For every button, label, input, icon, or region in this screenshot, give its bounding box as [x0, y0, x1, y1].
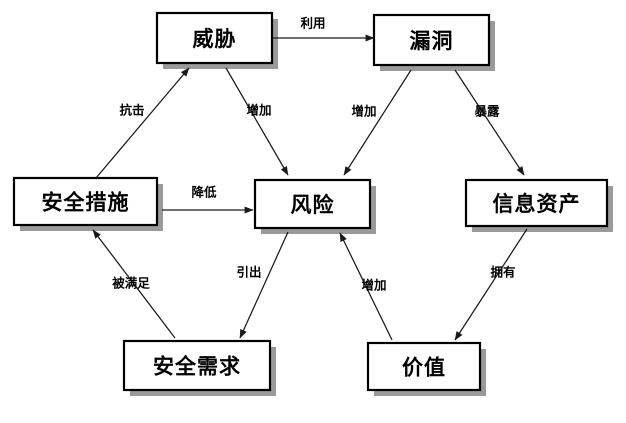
edge-label-safeguard-resists-threat: 抗击 [119, 103, 144, 118]
edge-label-safeguard-reduces-risk: 降低 [191, 185, 217, 200]
node-value[interactable]: 价值 [366, 341, 482, 392]
edge-value-increases-risk [339, 232, 393, 341]
edge-label-requirement-satisfied-by-safeguard: 被满足 [112, 276, 150, 291]
node-risk[interactable]: 风险 [253, 178, 372, 230]
edge-label-threat-increases-risk: 增加 [246, 103, 271, 118]
node-label-vulnerability: 漏洞 [410, 29, 454, 53]
node-asset[interactable]: 信息资产 [464, 178, 609, 228]
edge-threat-increases-risk [225, 67, 289, 176]
node-label-threat: 威胁 [193, 27, 237, 51]
edge-safeguard-resists-threat [95, 67, 190, 179]
node-box-risk [253, 178, 372, 230]
node-box-value [366, 341, 482, 392]
edge-vulnerability-exposes-asset [454, 69, 525, 176]
edge-risk-derives-requirement [239, 231, 289, 339]
node-safeguard[interactable]: 安全措施 [12, 176, 159, 227]
node-vulnerability[interactable]: 漏洞 [372, 13, 491, 67]
node-requirement[interactable]: 安全需求 [122, 339, 272, 392]
node-box-threat [155, 11, 274, 65]
node-label-safeguard: 安全措施 [42, 191, 130, 215]
edge-label-risk-derives-requirement: 引出 [236, 265, 261, 280]
edge-requirement-satisfied-by-safeguard [92, 229, 176, 339]
node-label-asset: 信息资产 [493, 192, 581, 216]
edge-layer [92, 34, 528, 341]
edge-label-asset-owns-value: 拥有 [490, 265, 515, 280]
edge-label-value-increases-risk: 增加 [361, 278, 386, 293]
node-box-safeguard [12, 176, 159, 227]
node-label-risk: 风险 [291, 193, 335, 217]
edge-vulnerability-increases-risk [343, 69, 412, 176]
node-threat[interactable]: 威胁 [155, 11, 274, 65]
node-box-asset [464, 178, 609, 228]
node-label-requirement: 安全需求 [153, 355, 241, 379]
edge-asset-owns-value [454, 228, 528, 341]
node-box-requirement [122, 339, 272, 392]
edge-label-layer: 利用抗击增加增加暴露降低被满足引出增加拥有 [112, 16, 515, 293]
node-label-value: 价值 [402, 356, 446, 380]
node-box-vulnerability [372, 13, 491, 67]
edge-label-vulnerability-exposes-asset: 暴露 [473, 104, 500, 119]
edge-label-vulnerability-increases-risk: 增加 [351, 104, 376, 119]
edge-label-threat-exploits-vulnerability: 利用 [300, 16, 325, 31]
